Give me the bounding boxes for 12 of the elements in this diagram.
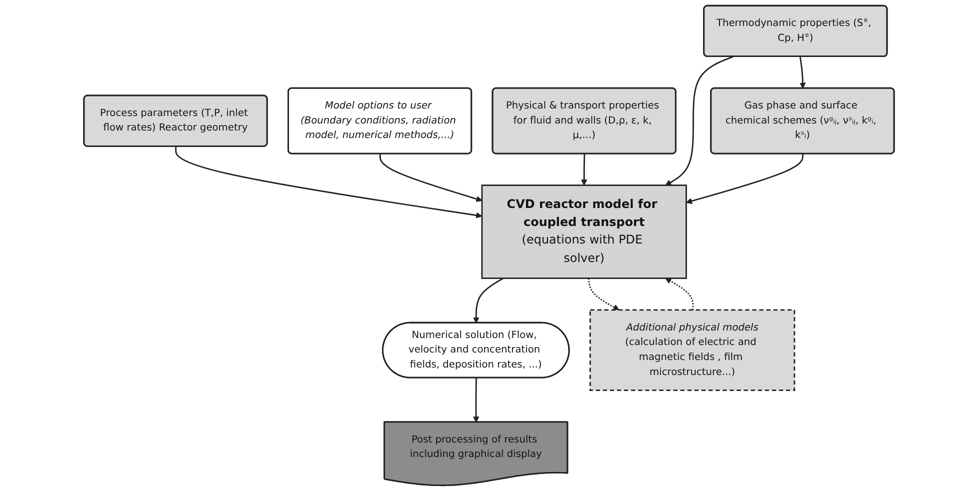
arrow (686, 154, 804, 204)
arrow (473, 378, 480, 423)
arrow (799, 56, 806, 89)
arrow (665, 56, 734, 186)
arrow (175, 146, 482, 218)
arrow (665, 278, 694, 310)
arrow (379, 154, 482, 202)
node-box: Additional physical models (calculation of electric and magnetic fields , film microstructure...) (589, 309, 796, 391)
node-box: CVD reactor model for coupled transport (equations with PDE solver) (481, 184, 687, 279)
arrow (473, 278, 504, 324)
arrow (588, 278, 620, 310)
arrow (581, 154, 588, 186)
